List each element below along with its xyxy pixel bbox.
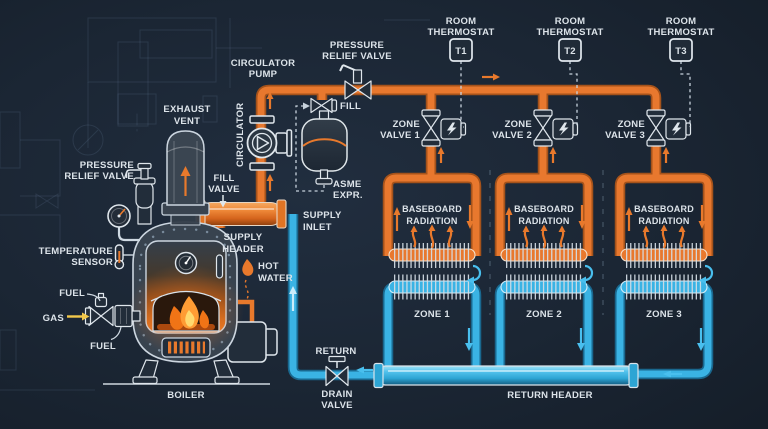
circulator-pump-label-2: PUMP	[249, 69, 278, 80]
radiator-fins	[394, 243, 702, 300]
zone-separator-lines	[489, 170, 604, 315]
expansion-tank	[301, 110, 348, 185]
return-flow-arrows	[289, 264, 714, 378]
thermostat-label-1a: ROOM	[446, 16, 477, 27]
baseboard-fin-tubes	[388, 243, 708, 300]
hot-water-icon	[242, 259, 254, 300]
thermostat-label-3b: THERMOSTAT	[647, 27, 714, 38]
boiler-relief-valve	[125, 162, 156, 225]
pressure-relief-valve-top-icon	[339, 64, 372, 100]
fill-valve-pointer	[219, 195, 227, 208]
zone-valve-label-2b: VALVE 2	[492, 130, 532, 141]
thermostat-label-2a: ROOM	[555, 16, 586, 27]
return-header	[373, 362, 639, 389]
thermostat-label-1b: THERMOSTAT	[427, 27, 494, 38]
return-header-label: RETURN HEADER	[507, 390, 593, 401]
prv-top-label-1: PRESSURE	[330, 40, 384, 51]
zone-valve-label-1b: VALVE 1	[380, 130, 420, 141]
circulator-vertical-label: CIRCULATOR	[235, 103, 246, 167]
fill-label: FILL	[340, 101, 361, 112]
boiler	[103, 221, 278, 385]
boiler-label: BOILER	[167, 390, 204, 401]
fill-valve-label-1: FILL	[213, 173, 234, 184]
prv-left-label-2: RELIEF VALVE	[64, 171, 134, 182]
baseboard-label-2b: RADIATION	[518, 216, 569, 226]
asme-label-2: EXPR.	[333, 190, 363, 201]
zone-valve-2-icon	[533, 109, 579, 147]
thermostat-label-2b: THERMOSTAT	[536, 27, 603, 38]
circulator-pump-icon	[246, 115, 293, 171]
flame-left	[169, 306, 184, 330]
thermostat-id-3: T3	[675, 46, 687, 57]
thermostat-id-1: T1	[455, 46, 467, 57]
lightning-icon	[559, 122, 569, 136]
supply-header-label-2: HEADER	[222, 244, 264, 255]
boiler-grille	[161, 337, 211, 358]
drain-valve-label-1: DRAIN	[321, 389, 352, 400]
zone-name-1: ZONE 1	[414, 309, 450, 320]
flame-right	[199, 310, 209, 329]
exhaust-vent-label-2: VENT	[174, 116, 200, 127]
fuel-bottom-label: FUEL	[90, 341, 116, 352]
baseboard-label-3b: RADIATION	[638, 216, 689, 226]
zone-valve-3-icon	[646, 109, 692, 147]
door-handle	[215, 254, 224, 279]
thermostat-box-3	[669, 38, 693, 62]
drain-valve-label-2: VALVE	[321, 400, 353, 411]
thermostat-box-1	[449, 38, 473, 62]
temperature-sensor-label-1: TEMPERATURE	[39, 246, 113, 257]
zone-valve-label-3b: VALVE 3	[605, 130, 645, 141]
supply-piping	[214, 84, 714, 256]
zone-valve-label-1a: ZONE	[393, 119, 420, 130]
exhaust-vent	[161, 130, 210, 226]
zone-name-2: ZONE 2	[526, 309, 562, 320]
lightning-icon	[447, 122, 457, 136]
circulator-pump-label-1: CIRCULATOR	[231, 58, 295, 69]
baseboard-label-2a: BASEBOARD	[514, 204, 574, 214]
fuel-top-label: FUEL	[59, 288, 85, 299]
supply-flow-arrows	[266, 73, 706, 249]
fill-dashed-line	[295, 105, 325, 192]
baseboard-label-1b: RADIATION	[406, 216, 457, 226]
exhaust-vent-label-1: EXHAUST	[163, 104, 210, 115]
zone-valve-1-icon	[421, 109, 467, 147]
drain-valve-icon	[325, 355, 349, 387]
lightning-icon	[672, 122, 682, 136]
zone-name-3: ZONE 3	[646, 309, 682, 320]
thermostat-wiring	[460, 61, 691, 128]
asme-label-1: ASME	[333, 179, 361, 190]
baseboard-label-1a: BASEBOARD	[402, 204, 462, 214]
blueprint-background	[0, 17, 604, 391]
thermostat-box-2	[558, 38, 582, 62]
fuel-pointer-bottom	[110, 326, 122, 341]
thermostat-label-3a: ROOM	[666, 16, 697, 27]
pump-rotor-icon	[256, 135, 270, 151]
fill-valve-icon	[310, 97, 338, 114]
supply-inlet-label-1: SUPPLY	[303, 210, 342, 221]
baseboard-label-3a: BASEBOARD	[634, 204, 694, 214]
thermostat-id-2: T2	[564, 46, 576, 57]
fuel-pointer-top	[86, 293, 101, 302]
fill-valve-label-2: VALVE	[208, 184, 240, 195]
zone-valve-label-2a: ZONE	[505, 119, 532, 130]
hot-water-label-2: WATER	[258, 273, 293, 284]
fire-window	[152, 290, 220, 332]
flame-core	[185, 310, 195, 327]
temperature-sensor-label-2: SENSOR	[71, 257, 113, 268]
hot-water-label-1: HOT	[258, 261, 279, 272]
gas-valve	[67, 292, 141, 341]
supply-header-label-1: SUPPLY	[224, 232, 263, 243]
return-label: RETURN	[315, 346, 356, 357]
prv-left-label-1: PRESSURE	[80, 160, 134, 171]
zone-valve-label-3a: ZONE	[618, 119, 645, 130]
prv-top-label-2: RELIEF VALVE	[322, 51, 392, 62]
temperature-sensor-icon	[114, 244, 134, 270]
pressure-gauge	[107, 204, 140, 242]
supply-inlet-label-2: INLET	[303, 222, 332, 233]
gas-label: GAS	[43, 313, 64, 324]
fill-and-expansion	[295, 97, 348, 192]
